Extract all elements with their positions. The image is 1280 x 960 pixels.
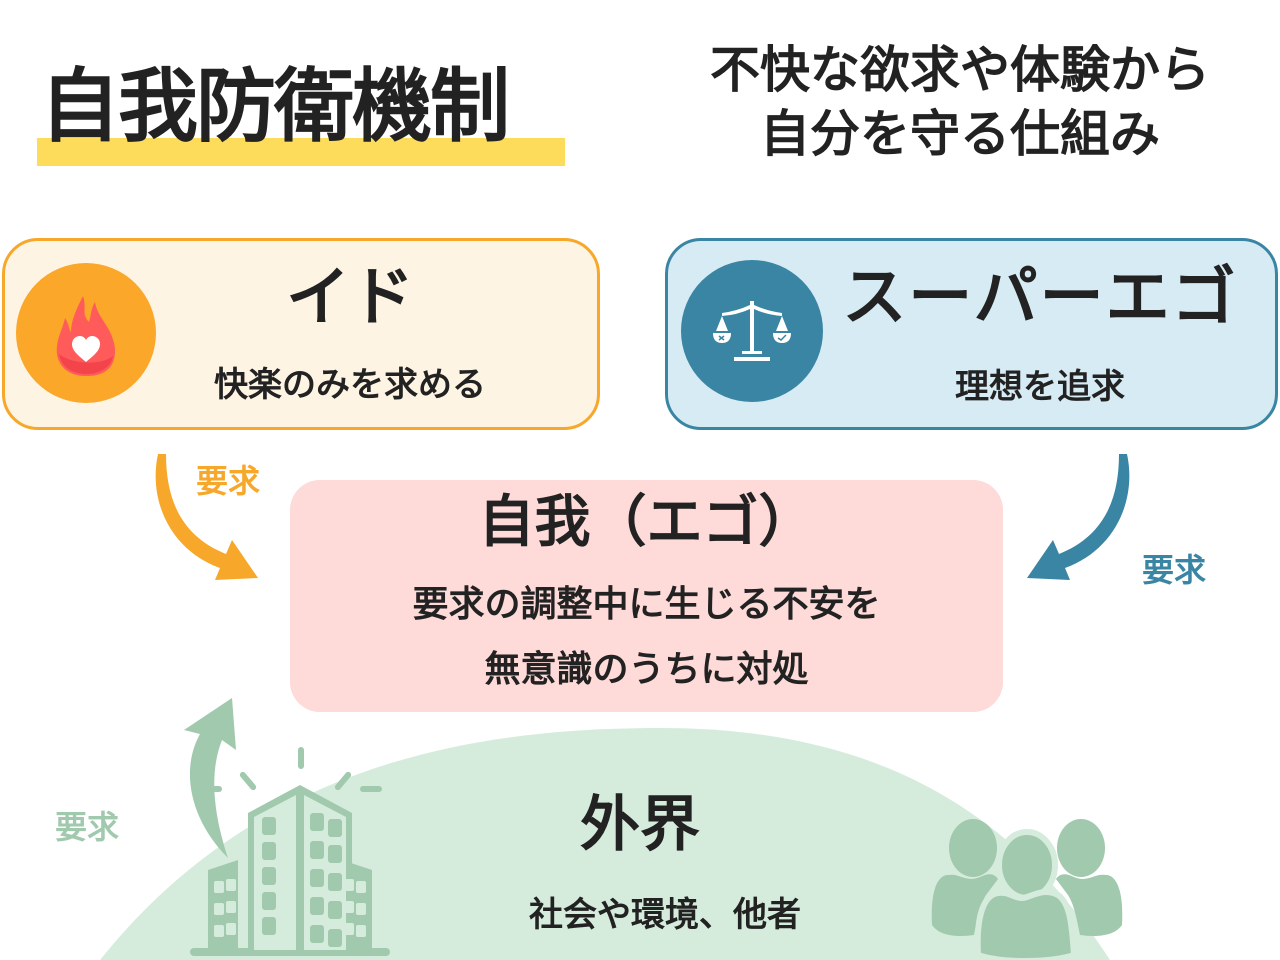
superego-description: 理想を追求 (955, 367, 1125, 407)
id-title: イド (286, 261, 414, 335)
external-world-description: 社会や環境、他者 (529, 895, 801, 935)
id-request-label: 要求 (196, 462, 261, 500)
superego-title: スーパーエゴ (842, 261, 1238, 335)
superego-request-label: 要求 (1142, 551, 1207, 589)
external-request-label: 要求 (55, 808, 120, 846)
id-to-ego-arrow (155, 454, 258, 580)
id-icon-circle (16, 263, 156, 403)
ego-description-line-2: 無意識のうちに対処 (484, 649, 809, 690)
title-highlight (37, 138, 565, 166)
subtitle-line-1: 不快な欲求や体験から (710, 41, 1210, 99)
subtitle-line-2: 自分を守る仕組み (760, 105, 1160, 163)
page-subtitle: 不快な欲求や体験から 自分を守る仕組み (660, 38, 1260, 166)
ego-description-line-1: 要求の調整中に生じる不安を (412, 584, 881, 625)
office-building-icon (190, 747, 390, 956)
scales-of-justice-icon (713, 301, 791, 361)
ego-title: 自我（エゴ） (478, 490, 815, 555)
page-title: 自我防衛機制 (40, 60, 510, 153)
external-world-title: 外界 (580, 790, 700, 860)
superego-to-ego-arrow (1027, 454, 1130, 580)
people-group-icon (931, 819, 1123, 960)
fire-heart-icon (56, 296, 116, 376)
external-to-ego-arrow (184, 698, 236, 858)
id-description: 快楽のみを求める (214, 365, 486, 405)
ego-box (290, 480, 1003, 712)
superego-icon-circle (681, 260, 823, 402)
